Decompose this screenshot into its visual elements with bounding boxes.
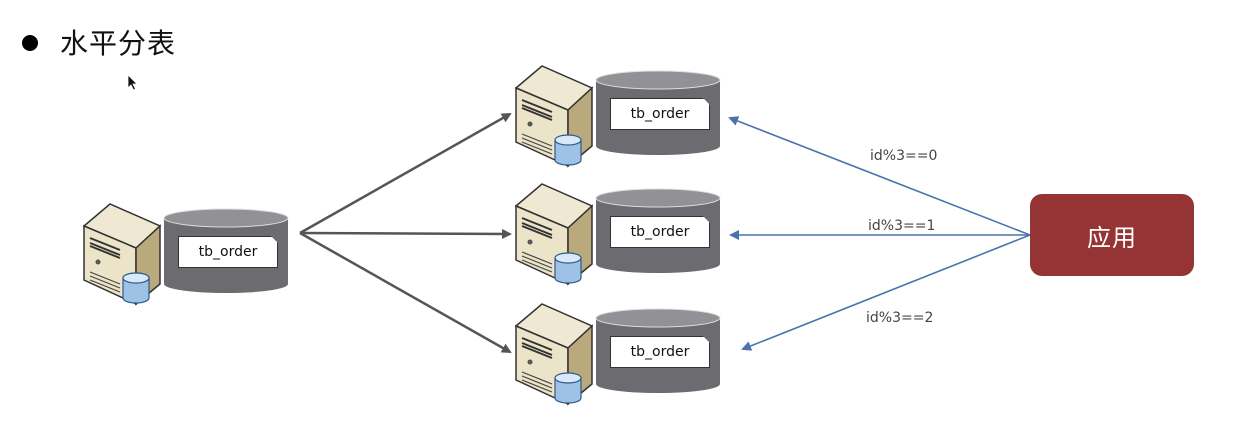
route-rule-1: id%3==1 xyxy=(868,218,936,234)
table-label: tb_order xyxy=(610,216,710,248)
split-arrow-2 xyxy=(299,231,512,354)
server-icon xyxy=(514,183,594,286)
split-arrow-1 xyxy=(299,228,512,239)
table-label: tb_order xyxy=(178,236,278,268)
mouse-cursor-icon xyxy=(127,74,138,91)
routing-arrows xyxy=(728,116,1031,351)
route-rule-2: id%3==2 xyxy=(866,310,934,326)
route-rule-0: id%3==0 xyxy=(870,148,938,164)
bullet-icon xyxy=(22,35,38,51)
shard-node-1: tb_order xyxy=(512,176,732,286)
shard-node-2: tb_order xyxy=(512,296,732,406)
source-db-node: tb_order xyxy=(80,196,300,306)
application-box: 应用 xyxy=(1030,194,1194,276)
shard-node-0: tb_order xyxy=(512,58,732,168)
server-icon xyxy=(514,65,594,168)
route-arrow-2 xyxy=(741,234,1031,351)
table-label: tb_order xyxy=(610,98,710,130)
table-label: tb_order xyxy=(610,336,710,368)
title-text: 水平分表 xyxy=(60,27,177,60)
server-icon xyxy=(514,303,594,406)
route-arrow-0 xyxy=(728,116,1031,236)
slide-title: 水平分表 xyxy=(22,22,176,62)
split-arrows xyxy=(299,112,512,354)
server-icon xyxy=(82,203,162,306)
split-arrow-0 xyxy=(299,112,512,235)
